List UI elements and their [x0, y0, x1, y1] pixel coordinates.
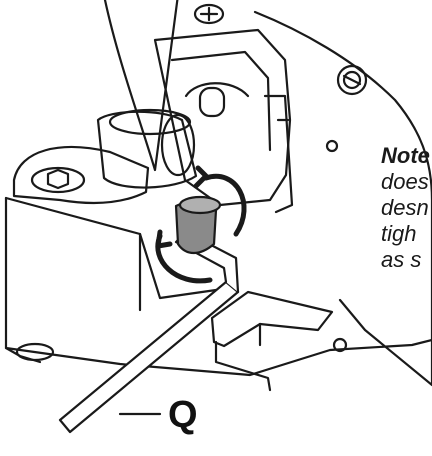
bracket-housing	[153, 28, 292, 207]
clamp-bolt-icon	[30, 166, 86, 194]
hex-key-icon	[58, 280, 240, 434]
clamp-arm	[12, 145, 150, 205]
top-screw-icon	[193, 3, 225, 25]
tighten-rotation-icon	[155, 165, 247, 284]
rail-clip	[210, 290, 334, 348]
installation-note: Note does desn tigh as s	[381, 143, 432, 273]
note-line-2: desn	[381, 195, 429, 220]
back-plate	[103, 0, 179, 172]
note-line-1: does	[381, 169, 429, 194]
plate-screw-icon	[336, 64, 368, 96]
note-title: Note	[381, 143, 430, 168]
callout-label-q: Q	[168, 394, 198, 436]
note-line-3: tigh	[381, 221, 417, 246]
plate-hole	[325, 139, 339, 153]
note-line-4: as s	[381, 247, 422, 272]
